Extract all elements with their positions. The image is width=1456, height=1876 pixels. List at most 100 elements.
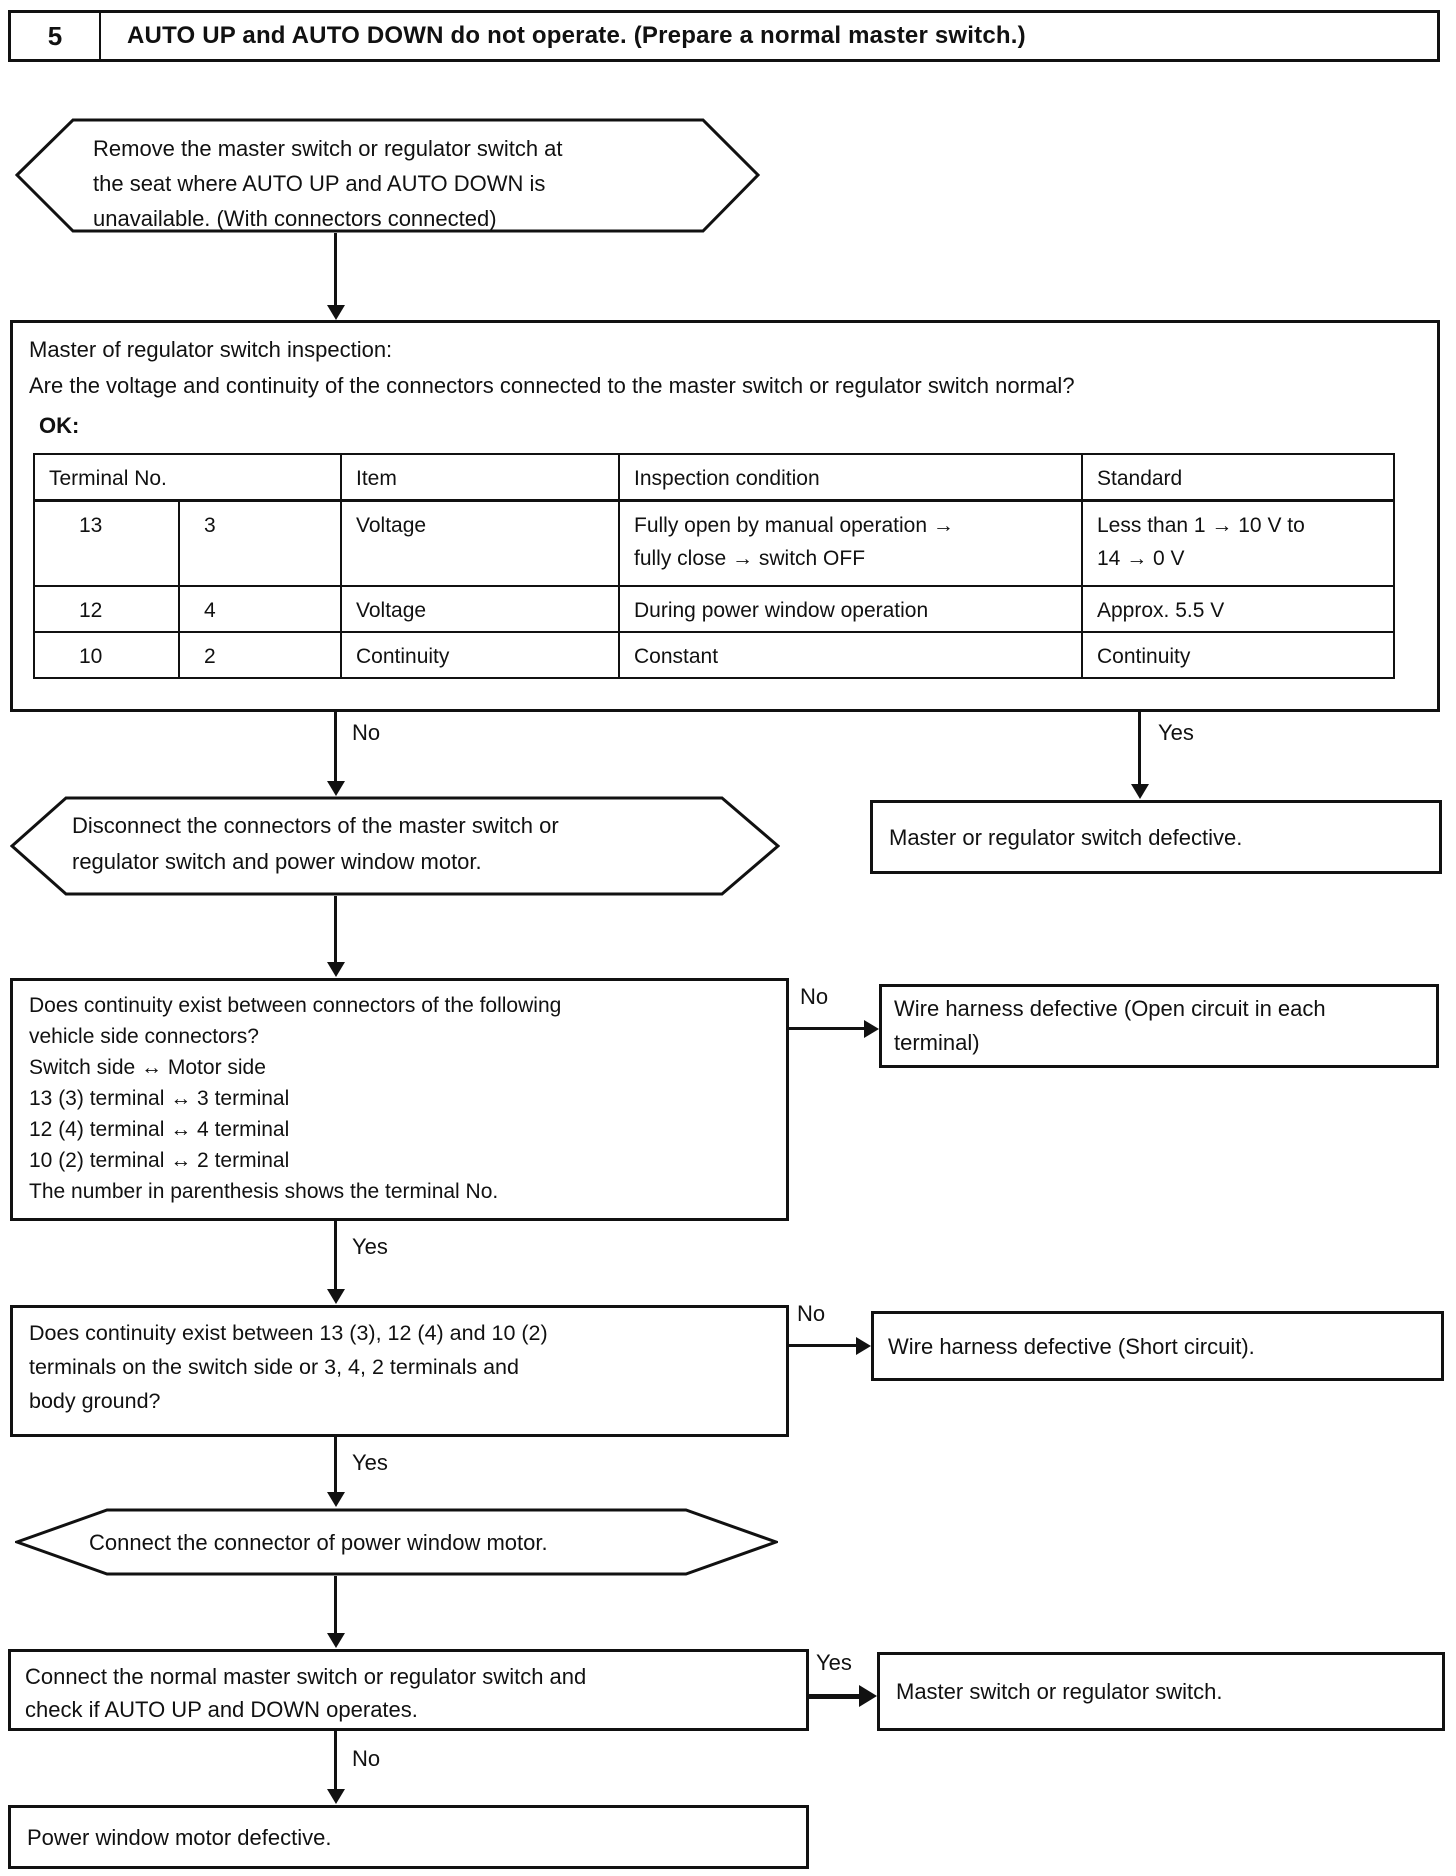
text-line: unavailable. (With connectors connected) (93, 206, 497, 231)
open-circuit-box: Wire harness defective (Open circuit in … (879, 984, 1439, 1068)
text-line: 13 (3) terminal ↔ 3 terminal (29, 1087, 290, 1110)
arrow-line (334, 896, 337, 962)
yes-label: Yes (352, 1450, 388, 1475)
text-line: regulator switch and power window motor. (72, 849, 482, 874)
cell-line: Constant (634, 644, 719, 668)
no-label: No (352, 720, 381, 745)
arrowhead-down-icon (327, 1633, 345, 1648)
terminal-cell: 13 (33, 499, 180, 587)
table-row: 13 3 Voltage Fully open by manual operat… (33, 499, 1395, 587)
arrow-line (1138, 712, 1141, 784)
cell-line: Approx. 5.5 V (1097, 598, 1225, 622)
inspection-title: Master of regulator switch inspection: (29, 337, 393, 362)
text-line: Connect the normal master switch or regu… (25, 1664, 587, 1689)
arrowhead-down-icon (327, 305, 345, 320)
table-row: 12 4 Voltage During power window operati… (33, 584, 1395, 633)
question-text: Does continuity exist between connectors… (29, 990, 778, 1207)
text-line: 12 (4) terminal ↔ 4 terminal (29, 1118, 290, 1141)
condition-cell: Fully open by manual operation → fully c… (618, 499, 1083, 587)
yes-label: Yes (816, 1650, 852, 1675)
question-text: Does continuity exist between 13 (3), 12… (29, 1316, 778, 1418)
standard-cell: Continuity (1081, 630, 1395, 679)
text-line: Does continuity exist between connectors… (29, 994, 562, 1017)
table-row: 10 2 Continuity Constant Continuity (33, 630, 1395, 679)
standard-cell: Approx. 5.5 V (1081, 584, 1395, 633)
terminal-cell: 2 (178, 630, 342, 679)
arrow-line (789, 1344, 857, 1347)
result-text: Wire harness defective (Open circuit in … (894, 992, 1428, 1060)
arrow-line (334, 1437, 337, 1493)
page-title: AUTO UP and AUTO DOWN do not operate. (P… (127, 22, 1026, 49)
text-line: Connect the connector of power window mo… (89, 1529, 548, 1555)
text-line: terminals on the switch side or 3, 4, 2 … (29, 1355, 519, 1379)
start-hexagon-text: Remove the master switch or regulator sw… (93, 131, 563, 236)
terminal-cell: 3 (178, 499, 342, 587)
text-line: Switch side ↔ Motor side (29, 1056, 266, 1079)
no-label: No (797, 1301, 826, 1326)
cell-line: During power window operation (634, 598, 929, 622)
text-line: the seat where AUTO UP and AUTO DOWN is (93, 171, 546, 196)
no-label: No (352, 1746, 381, 1771)
text-line: 10 (2) terminal ↔ 2 terminal (29, 1149, 290, 1172)
arrowhead-down-icon (327, 1289, 345, 1304)
hexagon-outline (10, 796, 780, 896)
inspection-table: Terminal No. Item Inspection condition S… (33, 453, 1395, 679)
short-circuit-box: Wire harness defective (Short circuit). (871, 1311, 1444, 1381)
col-inspection-condition: Inspection condition (618, 453, 1083, 502)
text-line: Remove the master switch or regulator sw… (93, 136, 563, 161)
arrowhead-down-icon (1131, 784, 1149, 799)
arrow-line (334, 233, 337, 307)
text-line: Wire harness defective (Open circuit in … (894, 996, 1326, 1021)
no-label: No (800, 984, 829, 1009)
arrowhead-down-icon (327, 781, 345, 796)
arrowhead-right-icon (859, 1685, 877, 1707)
arrowhead-right-icon (856, 1337, 871, 1355)
text-line: The number in parenthesis shows the term… (29, 1180, 499, 1203)
hexagon-outline (15, 118, 760, 233)
terminal-cell: 10 (33, 630, 180, 679)
result-text: Master switch or regulator switch. (896, 1679, 1223, 1704)
item-cell: Voltage (340, 499, 620, 587)
hexagon-outline (15, 1508, 778, 1576)
result-text: Power window motor defective. (27, 1824, 332, 1850)
arrow-line (789, 1027, 865, 1030)
condition-cell: During power window operation (618, 584, 1083, 633)
master-switch-result-box: Master switch or regulator switch. (877, 1652, 1445, 1731)
arrowhead-down-icon (327, 962, 345, 977)
standard-cell: Less than 1 → 10 V to 14 → 0 V (1081, 499, 1395, 587)
motor-defective-box: Power window motor defective. (8, 1805, 809, 1869)
disconnect-hexagon-text: Disconnect the connectors of the master … (72, 808, 559, 880)
connect-normal-switch-box: Connect the normal master switch or regu… (8, 1649, 809, 1731)
question-text: Connect the normal master switch or regu… (25, 1660, 798, 1726)
arrow-line (334, 1576, 337, 1634)
cell-line: 14 → 0 V (1097, 547, 1185, 570)
result-text: Wire harness defective (Short circuit). (888, 1333, 1255, 1359)
arrow-line (334, 1221, 337, 1289)
inspection-question: Are the voltage and continuity of the co… (29, 373, 1075, 398)
connect-motor-text: Connect the connector of power window mo… (89, 1508, 548, 1576)
continuity-question2-box: Does continuity exist between 13 (3), 12… (10, 1305, 789, 1437)
table-header-row: Terminal No. Item Inspection condition S… (33, 453, 1395, 502)
switch-defective-box: Master or regulator switch defective. (870, 800, 1442, 874)
disconnect-hexagon: Disconnect the connectors of the master … (10, 796, 780, 896)
start-hexagon: Remove the master switch or regulator sw… (15, 118, 760, 233)
text-line: body ground? (29, 1389, 161, 1413)
cell-line: Continuity (1097, 644, 1191, 668)
text-line: vehicle side connectors? (29, 1025, 259, 1048)
col-item: Item (340, 453, 620, 502)
cell-line: Less than 1 → 10 V to (1097, 514, 1305, 537)
text-line: terminal) (894, 1030, 980, 1055)
cell-line: Fully open by manual operation → (634, 514, 954, 537)
terminal-cell: 4 (178, 584, 342, 633)
terminal-cell: 12 (33, 584, 180, 633)
yes-label: Yes (1158, 720, 1194, 745)
col-terminal-no: Terminal No. (33, 453, 342, 502)
inspection-box: Master of regulator switch inspection: A… (10, 320, 1440, 712)
yes-label: Yes (352, 1234, 388, 1259)
arrow-line (334, 712, 337, 781)
condition-cell: Constant (618, 630, 1083, 679)
result-text: Master or regulator switch defective. (889, 824, 1243, 850)
arrow-line (334, 1731, 337, 1789)
text-line: Does continuity exist between 13 (3), 12… (29, 1321, 548, 1345)
cell-line: fully close → switch OFF (634, 547, 866, 570)
